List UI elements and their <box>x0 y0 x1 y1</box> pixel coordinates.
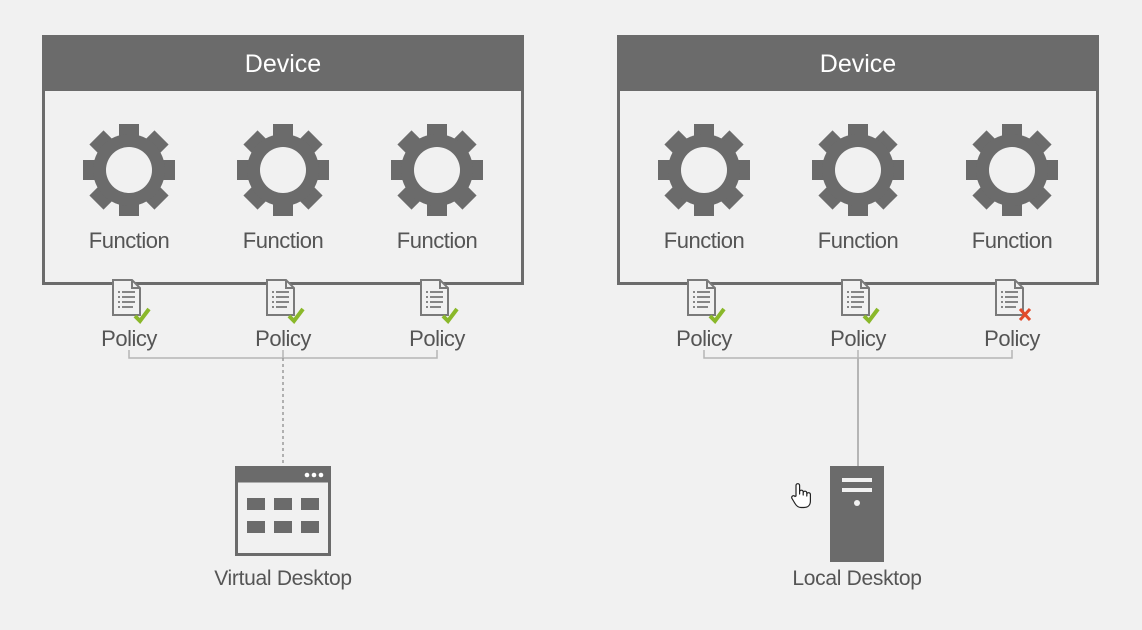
hand-pointer-icon <box>791 483 811 509</box>
policy-label: Policy <box>409 326 465 351</box>
function-label: Function <box>971 228 1053 253</box>
local-desktop-label: Local Desktop <box>792 567 922 590</box>
function-label: Function <box>663 228 745 253</box>
function-label: Function <box>88 228 170 253</box>
function-label: Function <box>817 228 899 253</box>
device-title-right: Device <box>620 38 1096 91</box>
policy-check-icon <box>112 279 151 325</box>
policy-label: Policy <box>830 326 886 351</box>
policy-label: Policy <box>676 326 732 351</box>
device-title-left: Device <box>45 38 521 91</box>
policy-label: Policy <box>255 326 311 351</box>
gear-icon <box>391 124 483 216</box>
policy-label: Policy <box>101 326 157 351</box>
gear-icon <box>812 124 904 216</box>
function-label: Function <box>396 228 478 253</box>
gear-icon <box>237 124 329 216</box>
virtual-desktop-icon <box>235 466 331 556</box>
gear-icon <box>83 124 175 216</box>
gear-icon <box>658 124 750 216</box>
policy-denied-icon <box>995 279 1032 322</box>
gear-icon <box>966 124 1058 216</box>
function-label: Function <box>242 228 324 253</box>
policy-check-icon <box>420 279 459 325</box>
policy-check-icon <box>266 279 305 325</box>
policy-check-icon <box>687 279 726 325</box>
virtual-desktop-label: Virtual Desktop <box>214 567 352 590</box>
policy-label: Policy <box>984 326 1040 351</box>
policy-check-icon <box>841 279 880 325</box>
tower-computer-icon <box>830 466 884 562</box>
